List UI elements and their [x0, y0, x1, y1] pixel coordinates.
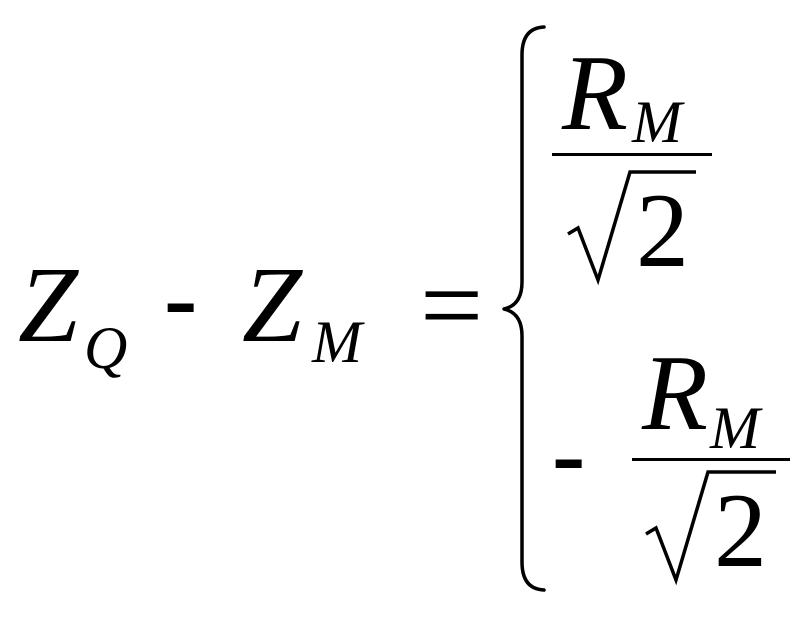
top-numerator-subscript: M — [632, 89, 682, 155]
z-q-symbol: Z — [18, 246, 79, 365]
minus-sign: - — [164, 242, 198, 353]
top-numerator-r: R — [562, 34, 628, 153]
equals-sign: = — [420, 244, 484, 368]
bottom-radicand: 2 — [714, 472, 767, 589]
z-m-subscript: M — [312, 309, 362, 375]
bottom-minus-sign: - — [552, 398, 586, 509]
bottom-numerator-r: R — [642, 334, 708, 453]
bottom-fraction-bar — [632, 458, 790, 461]
top-radicand: 2 — [636, 172, 689, 289]
bottom-numerator-subscript: M — [710, 395, 760, 461]
top-fraction-bar — [552, 153, 712, 156]
z-q-subscript: Q — [84, 315, 128, 381]
z-m-symbol: Z — [242, 246, 303, 365]
